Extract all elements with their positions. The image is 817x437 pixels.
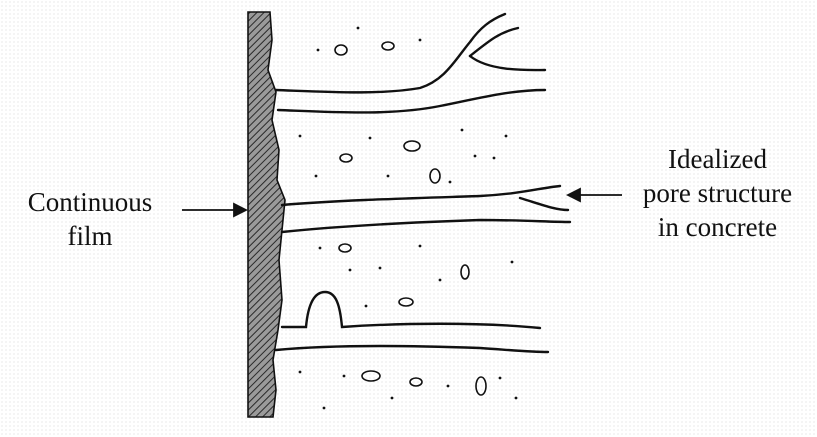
- pore-channel-2-bottom: [282, 220, 570, 232]
- pore-channel-3-bottom: [276, 346, 548, 352]
- label-line-2: pore structure: [630, 176, 805, 210]
- pore-channel-2-fork: [520, 198, 568, 210]
- aggregate-particles: [335, 42, 486, 395]
- pore-channel-3-top: [282, 292, 540, 328]
- pore-channel-1-bottom: [278, 90, 545, 113]
- sand-specks: [299, 27, 518, 410]
- continuous-film-label: Continuous film: [10, 185, 170, 253]
- continuous-film: [248, 12, 285, 417]
- pore-channel-2-top: [282, 186, 560, 205]
- label-line-1: Idealized: [630, 142, 805, 176]
- label-line-1: Continuous: [10, 185, 170, 219]
- label-line-3: in concrete: [630, 210, 805, 244]
- pore-channel-1-fork: [470, 56, 545, 70]
- pore-channel-1-top: [276, 14, 505, 92]
- pore-structure-label: Idealized pore structure in concrete: [630, 142, 805, 244]
- pore-arrowhead: [568, 189, 580, 201]
- film-arrowhead: [234, 204, 246, 216]
- label-line-2: film: [10, 219, 170, 253]
